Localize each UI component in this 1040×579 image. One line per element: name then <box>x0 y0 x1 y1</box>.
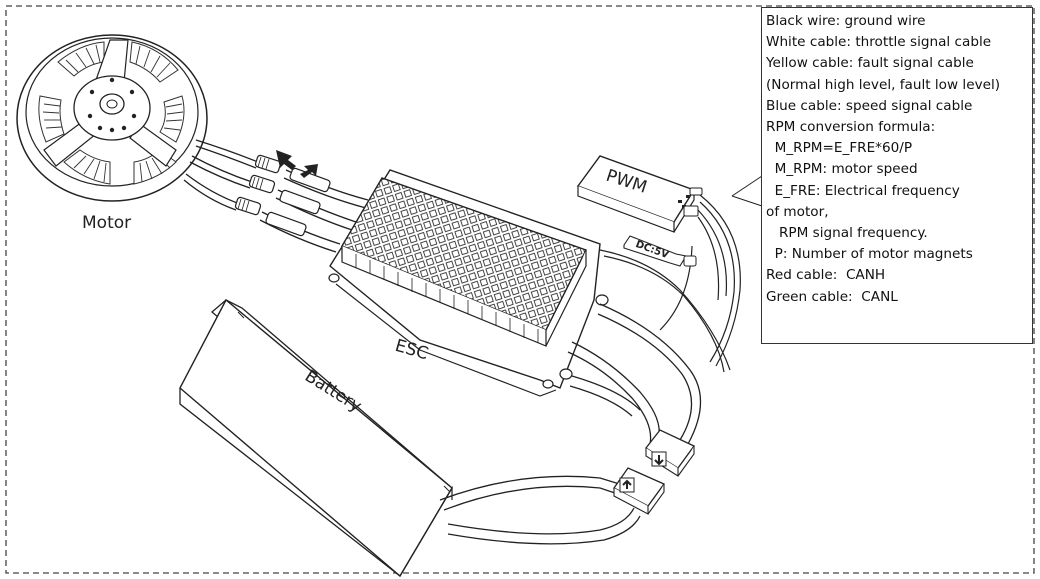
note-line: P: Number of motor magnets <box>766 246 973 263</box>
pwm-module <box>576 155 703 233</box>
xt-connector-esc <box>645 429 695 477</box>
dashed-border <box>5 5 1035 574</box>
note-line: Green cable: CANL <box>766 288 898 305</box>
note-line: of motor, <box>766 203 829 220</box>
note-line: M_RPM: motor speed <box>766 161 918 178</box>
note-line: (Normal high level, fault low level) <box>766 76 1001 93</box>
esc <box>328 169 609 397</box>
note-line: RPM conversion formula: <box>766 119 936 136</box>
callout-pointer <box>731 175 763 207</box>
battery-leads <box>439 475 641 545</box>
note-line: Black wire: ground wire <box>766 13 926 29</box>
motor-leads <box>183 139 259 211</box>
motor <box>16 34 208 202</box>
note-line: White cable: throttle signal cable <box>766 34 992 51</box>
esc-power-leads <box>567 303 702 445</box>
dc-tag <box>623 235 697 267</box>
xt-connector-battery <box>613 467 665 515</box>
note-line: RPM signal frequency. <box>766 225 928 242</box>
connect-arrows <box>276 150 318 178</box>
bullet-connectors <box>234 154 282 216</box>
note-line: E_FRE: Electrical frequency <box>766 182 960 199</box>
signal-harness <box>599 194 741 373</box>
battery <box>179 298 454 578</box>
note-line: M_RPM=E_FRE*60/P <box>766 140 913 157</box>
note-line: Blue cable: speed signal cable <box>766 97 973 114</box>
dc-label: DC:5V <box>634 239 670 261</box>
note-line: Yellow cable: fault signal cable <box>766 55 974 72</box>
motor-label: Motor <box>82 213 132 233</box>
note-line: Red cable: CANH <box>766 267 886 284</box>
